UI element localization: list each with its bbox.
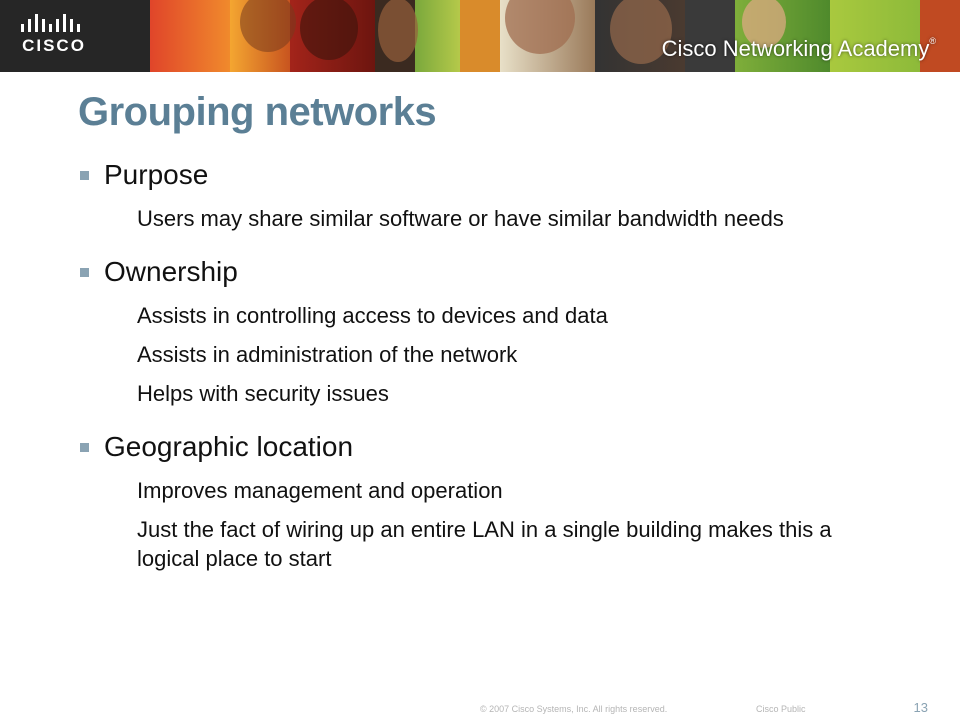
sub-item: Assists in controlling access to devices… (137, 303, 608, 328)
slide-title: Grouping networks (78, 90, 437, 134)
bullet: Purpose (80, 156, 880, 194)
footer-copyright: © 2007 Cisco Systems, Inc. All rights re… (480, 704, 668, 714)
portrait-shape (300, 0, 358, 60)
bullet-label: Purpose (104, 159, 209, 190)
banner-strip (0, 0, 150, 72)
section-geographic-location: Geographic location Improves management … (80, 428, 880, 573)
slide-content: Purpose Users may share similar software… (80, 156, 880, 593)
academy-text: Cisco Networking Academy (661, 36, 930, 61)
banner-strip (920, 0, 960, 72)
sub-item: Users may share similar software or have… (137, 206, 784, 231)
banner-strip (685, 0, 735, 72)
square-bullet-icon (80, 442, 89, 452)
portrait-shape (240, 0, 296, 52)
bullet-label: Ownership (104, 256, 238, 287)
sub-item: Assists in administration of the network (137, 342, 518, 367)
banner-strip (830, 0, 920, 72)
sub-item: Just the fact of wiring up an entire LAN… (137, 517, 832, 571)
cisco-wordmark: CISCO (22, 36, 86, 55)
banner-strip (415, 0, 460, 72)
academy-wordmark: Cisco Networking Academy® (662, 36, 936, 62)
banner-strip (460, 0, 500, 72)
banner-strip (150, 0, 230, 72)
portrait-shape (378, 0, 418, 62)
cisco-logo: CISCO (16, 14, 92, 58)
page-number: 13 (913, 700, 928, 715)
section-purpose: Purpose Users may share similar software… (80, 156, 880, 233)
header-banner: CISCO Cisco Networking Academy® (0, 0, 960, 72)
footer-classification: Cisco Public (756, 704, 806, 714)
sub-item: Improves management and operation (137, 478, 503, 503)
portrait-shape (742, 0, 786, 48)
square-bullet-icon (80, 267, 89, 277)
bullet: Ownership (80, 253, 880, 291)
academy-mark: ® (929, 36, 936, 46)
bullet: Geographic location (80, 428, 880, 466)
square-bullet-icon (80, 170, 89, 180)
portrait-shape (610, 0, 672, 64)
bullet-label: Geographic location (104, 431, 354, 462)
sub-item: Helps with security issues (137, 381, 389, 406)
cisco-bridge-icon (21, 14, 80, 32)
section-ownership: Ownership Assists in controlling access … (80, 253, 880, 408)
